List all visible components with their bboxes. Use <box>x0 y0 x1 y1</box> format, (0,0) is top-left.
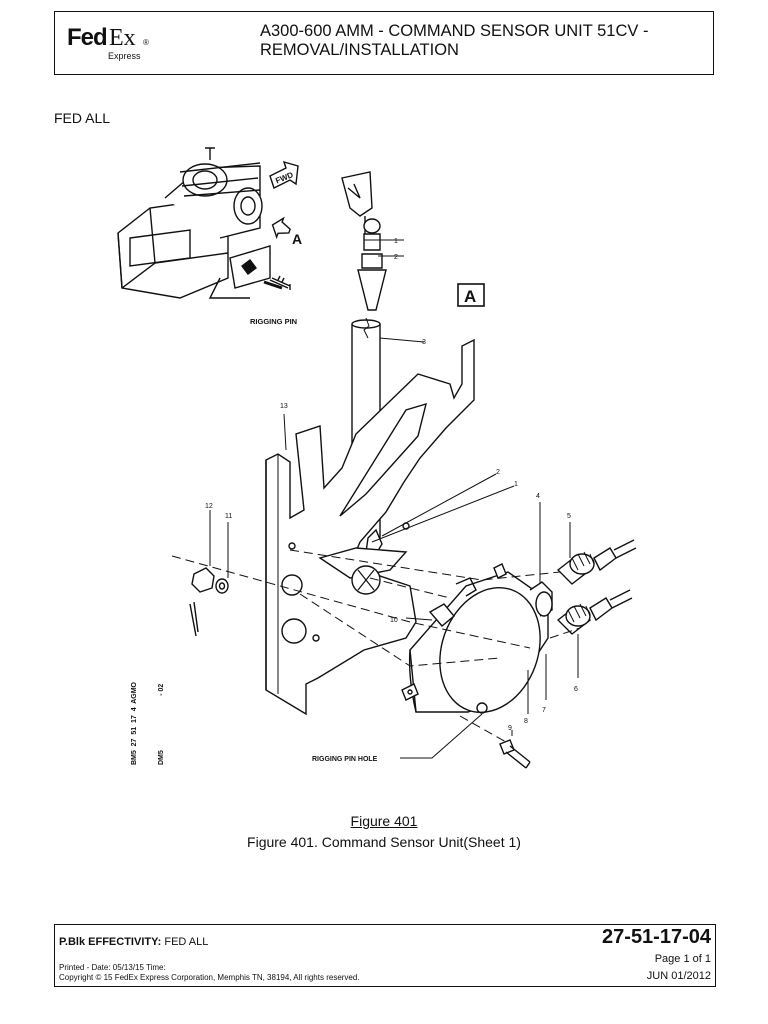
effectivity-top: FED ALL <box>54 110 111 126</box>
illustration-reference-code: BM5 27 51 17 4 AGMO DM5 - 02 <box>112 682 175 765</box>
document-footer: P.Blk EFFECTIVITY: FED ALL Printed - Dat… <box>54 924 716 987</box>
view-a-arrow-label: A <box>292 231 302 247</box>
figure-caption: Figure 401. Command Sensor Unit(Sheet 1) <box>247 834 521 850</box>
printed-date-line: Printed - Date: 05/13/15 Time: <box>59 963 166 972</box>
logo-registered-mark: ® <box>143 38 149 47</box>
upper-linkage <box>341 171 404 311</box>
rigging-pin-hole-label: RIGGING PIN HOLE <box>312 756 378 763</box>
rigging-pin-hole-leader <box>400 713 483 759</box>
item-11-label: 11 <box>225 513 232 520</box>
document-title-line-1: A300-600 AMM - COMMAND SENSOR UNIT 51CV … <box>260 22 649 40</box>
footer-effectivity-label: P.Blk EFFECTIVITY: <box>59 936 162 948</box>
item-5-label: 5 <box>567 513 571 520</box>
rod <box>351 317 425 538</box>
reference-code-line-1: BM5 27 51 17 4 AGMO <box>131 682 138 765</box>
rigging-pin-label: RIGGING PIN <box>250 317 297 326</box>
view-a-box <box>457 283 485 307</box>
figure-title: Figure 401 <box>350 813 418 829</box>
item-2-mid-label: 2 <box>496 469 500 476</box>
bolt <box>499 730 531 769</box>
footer-effectivity: P.Blk EFFECTIVITY: FED ALL <box>59 936 208 948</box>
document-title: A300-600 AMM - COMMAND SENSOR UNIT 51CV … <box>260 22 700 60</box>
item-13-label: 13 <box>280 403 288 410</box>
item-7-label: 7 <box>542 707 546 714</box>
fwd-arrow <box>269 160 299 189</box>
nut-washer-clip <box>189 510 229 637</box>
rigging-pin <box>269 275 291 290</box>
connector-plugs <box>556 522 637 678</box>
page-number: Page 1 of 1 <box>654 953 711 965</box>
item-2-top-label: 2 <box>394 254 398 261</box>
reference-code-line-2: DM5 - 02 <box>158 683 165 765</box>
actuator-assembly <box>117 147 283 299</box>
logo-ex-text: Ex <box>109 25 136 51</box>
view-a-box-label: A <box>464 287 476 306</box>
item-3-label: 3 <box>422 339 426 346</box>
document-number: 27-51-17-04 <box>602 926 711 948</box>
item-9-label: 9 <box>508 725 512 732</box>
fedex-logo: Fed Ex ® Express <box>67 24 157 64</box>
support-bracket <box>265 338 475 716</box>
item-10-label: 10 <box>390 617 398 624</box>
mid-linkage <box>318 473 515 595</box>
footer-print-info: Printed - Date: 05/13/15 Time: Copyright… <box>59 963 360 983</box>
copyright-line: Copyright © 15 FedEx Express Corporation… <box>59 973 360 982</box>
view-a-arrow-icon <box>271 216 291 240</box>
sensor-unit-body <box>401 563 553 714</box>
item-1-top-label: 1 <box>394 238 398 245</box>
footer-effectivity-value: FED ALL <box>164 936 209 948</box>
item-4-label: 4 <box>536 493 540 500</box>
logo-fed-text: Fed <box>67 24 108 51</box>
assembly-centerlines <box>171 549 581 743</box>
item-1-mid-label: 1 <box>514 481 518 488</box>
document-title-line-2: REMOVAL/INSTALLATION <box>260 41 459 59</box>
command-sensor-unit-illustration: RIGGING PIN FWD A A 1 2 3 <box>117 147 637 769</box>
item-12-label: 12 <box>205 503 213 510</box>
logo-express-text: Express <box>108 51 141 61</box>
item-6-label: 6 <box>574 686 578 693</box>
item-8-label: 8 <box>524 718 528 725</box>
document-header: Fed Ex ® Express A300-600 AMM - COMMAND … <box>54 11 714 75</box>
revision-date: JUN 01/2012 <box>646 970 711 982</box>
